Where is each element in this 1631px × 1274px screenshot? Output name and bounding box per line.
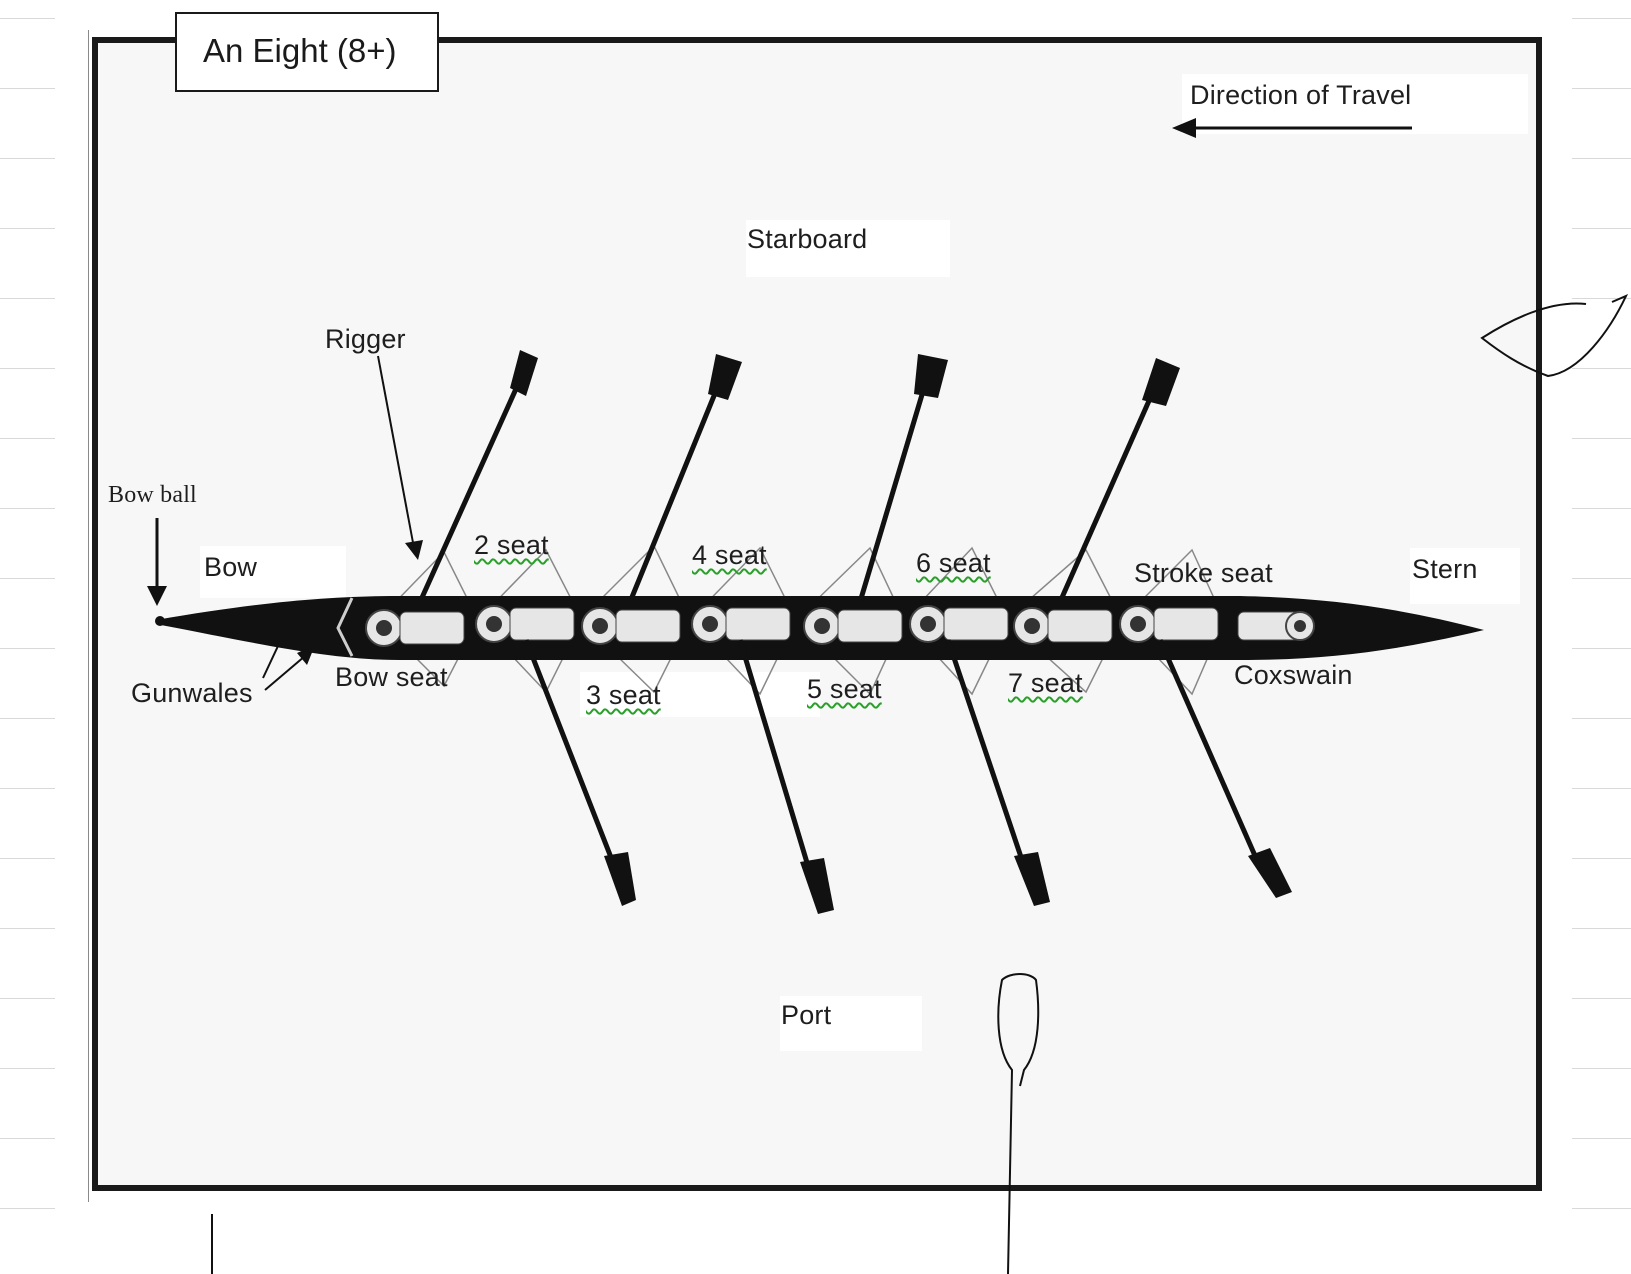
label-2-seat: 2 seat [474,530,549,560]
diagram-title: An Eight (8+) [203,32,397,69]
hand-sketch [1480,294,1629,378]
gunwale-pointer-arrow-lower [264,655,306,691]
starboard-label-bg [746,220,950,277]
rower-3-seat [581,607,681,645]
stern-label-bg [1410,548,1520,604]
rower-6-seat [909,605,1009,643]
label-7-seat: 7 seat [1008,668,1083,698]
port-oars [523,638,1292,914]
title-box: An Eight (8+) [175,12,439,92]
rower-4-seat [691,605,791,643]
label-6-seat: 6 seat [916,548,991,578]
oar-stroke-seat [1057,358,1180,604]
bow-ball [155,616,165,626]
direction-label-bg [1182,74,1528,134]
rower-bow-seat [365,609,465,647]
label-bow-seat: Bow seat [335,662,448,692]
rigger-pointer-head [405,540,423,560]
label-bow: Bow [204,552,258,582]
rower-7-seat [1013,607,1113,645]
label-gunwales: Gunwales [131,678,253,708]
bow-label-bg [200,546,346,598]
oar-5-seat [945,639,1050,906]
label-direction-of-travel: Direction of Travel [1190,80,1412,110]
label-3-seat: 3 seat [586,680,661,710]
oar-bow-seat [523,639,636,906]
rowers [365,605,1315,647]
seat3-label-bg [580,672,820,717]
rower-2-seat [475,605,575,643]
rower-stroke-seat [1119,605,1219,643]
label-stroke-seat: Stroke seat [1134,558,1273,588]
label-port: Port [781,1000,832,1030]
rower-5-seat [803,607,903,645]
oar-3-seat [737,639,834,914]
label-starboard: Starboard [747,224,868,254]
bow-ball-tip [336,597,354,657]
down-arrow-head [147,586,167,606]
label-4-seat: 4 seat [692,540,767,570]
oar-7-seat [1157,638,1292,898]
rigger-pointer-arrow [377,355,415,549]
label-coxswain: Coxswain [1234,660,1353,690]
oar-6-seat [857,354,948,603]
label-5-seat: 5 seat [807,674,882,704]
oar-sketch [997,973,1040,1274]
coxswain-figure [1237,611,1315,641]
port-label-bg [780,996,922,1051]
oar-2-seat [417,350,538,604]
oar-4-seat [627,354,742,603]
starboard-oars [417,350,1180,604]
left-arrow-head [1172,118,1196,138]
label-rigger: Rigger [325,324,406,354]
label-bow-ball: Bow ball [108,482,197,508]
label-stern: Stern [1412,554,1478,584]
